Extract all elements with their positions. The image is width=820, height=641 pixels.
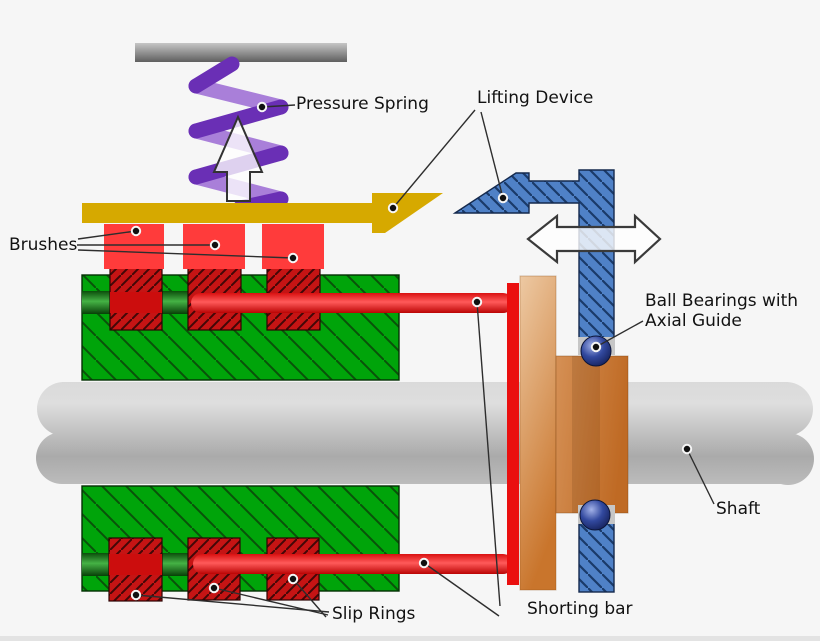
axial-guide	[452, 169, 615, 593]
label-pressure-spring: Pressure Spring	[296, 94, 429, 114]
bottom-strip	[0, 636, 820, 641]
pointer-dots	[130, 101, 693, 601]
upper-housing	[81, 224, 513, 381]
up-arrow-icon	[212, 114, 264, 202]
label-shorting-bar: Shorting bar	[527, 599, 633, 619]
label-ball-bearings: Ball Bearings with Axial Guide	[645, 291, 798, 331]
label-lifting-device: Lifting Device	[477, 88, 594, 108]
pointer-lines	[77, 104, 715, 618]
shaft	[36, 382, 814, 485]
label-ball-bearings-line2: Axial Guide	[645, 311, 742, 331]
bearing-hub	[555, 355, 629, 514]
shorting-bar-vertical	[507, 283, 519, 585]
ball-bearing-bottom	[579, 499, 611, 531]
label-brushes: Brushes	[9, 235, 78, 255]
axial-guide-lower	[578, 521, 615, 593]
label-ball-bearings-line1: Ball Bearings with	[645, 291, 799, 311]
shorting-bar-plate	[519, 275, 557, 591]
upper-ring-contact	[110, 292, 162, 313]
lifting-lever	[82, 193, 443, 233]
lower-red-rod	[193, 554, 513, 574]
fixed-support-bar	[135, 43, 347, 62]
axial-guide-arm	[452, 169, 615, 349]
axial-motion-arrow-icon	[526, 213, 662, 265]
label-slip-rings: Slip Rings	[332, 604, 416, 624]
lower-ring-contact	[109, 554, 162, 575]
lower-housing	[81, 485, 513, 602]
label-shaft: Shaft	[716, 499, 761, 519]
upper-red-rod	[191, 293, 513, 313]
